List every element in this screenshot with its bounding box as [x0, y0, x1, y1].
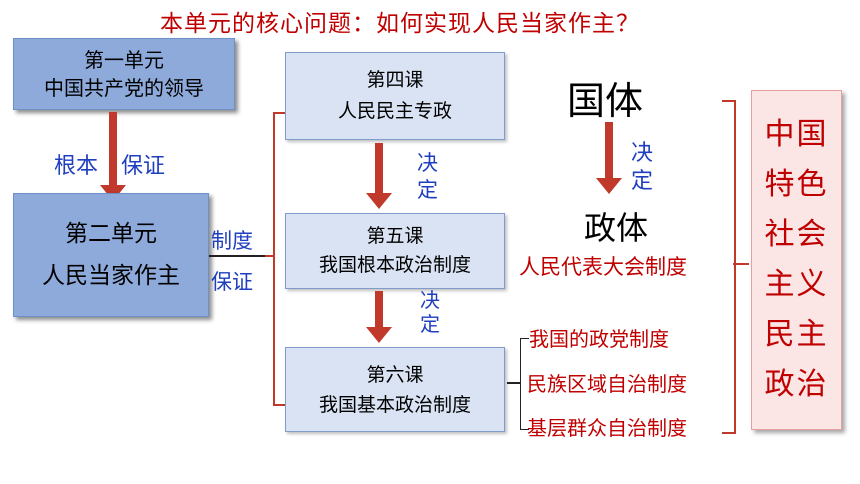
unit2-box: 第二单元 人民当家作主 — [13, 193, 209, 317]
conclusion-line: 主义 — [764, 267, 829, 302]
basic-systems-bracket-tick — [507, 382, 521, 384]
edge-label-l4-l5-ding: 定 — [417, 178, 438, 202]
basic-system-item: 民族区域自治制度 — [527, 372, 687, 396]
conclusion-line: 中国 — [764, 117, 829, 152]
lessons-bracket-tick — [265, 255, 275, 257]
conclusion-line: 社会 — [764, 217, 829, 252]
edge-label-l5-l6-ding: 定 — [420, 312, 440, 336]
basic-system-item: 基层群众自治制度 — [527, 416, 687, 440]
right-bracket — [722, 100, 736, 434]
conclusion-line: 政治 — [764, 367, 829, 402]
conclusion-line: 特色 — [764, 167, 829, 202]
unit2-line1: 第二单元 — [65, 221, 157, 247]
unit1-line1: 第一单元 — [84, 48, 164, 72]
lesson4-box: 第四课 人民民主专政 — [285, 52, 505, 140]
arrow-l5-l6-head — [366, 327, 392, 343]
lesson4-line2: 人民民主专政 — [337, 100, 452, 122]
basic-system-item: 我国的政党制度 — [529, 327, 669, 351]
basic-systems-bracket — [520, 338, 529, 430]
unit1-line2: 中国共产党的领导 — [44, 76, 204, 100]
unit1-box: 第一单元 中国共产党的领导 — [13, 38, 235, 110]
congress-system-label: 人民代表大会制度 — [519, 255, 687, 279]
arrow-l4-l5-shaft — [375, 143, 383, 195]
conclusion-box: 中国 特色 社会 主义 民主 政治 — [751, 90, 842, 430]
arrow-unit1-unit2-shaft — [109, 112, 117, 188]
arrow-l4-l5-head — [366, 193, 392, 209]
edge-label-l4-l5-jue: 决 — [417, 151, 438, 175]
conclusion-line: 民主 — [764, 317, 829, 352]
lesson5-line2: 我国根本政治制度 — [318, 254, 471, 276]
edge-label-genben: 根本 — [54, 154, 99, 179]
right-bracket-tick — [733, 263, 749, 265]
lesson6-box: 第六课 我国基本政治制度 — [285, 347, 505, 432]
arrow-guoti-zhengti-head — [596, 178, 622, 194]
edge-label-baozheng: 保证 — [121, 154, 166, 179]
edge-label-baozheng2: 保证 — [211, 270, 253, 294]
guoti-label: 国体 — [567, 79, 644, 123]
lesson6-line1: 第六课 — [366, 363, 424, 386]
arrow-guoti-zhengti-shaft — [605, 122, 613, 180]
edge-label-zhidu: 制度 — [211, 229, 253, 253]
connector-unit2-lessons — [209, 255, 267, 257]
page-title: 本单元的核心问题：如何实现人民当家作主？ — [160, 11, 640, 37]
edge-label-guoti-ding: 定 — [631, 169, 654, 194]
lesson5-line1: 第五课 — [366, 225, 424, 247]
lessons-bracket — [273, 112, 287, 406]
edge-label-guoti-jue: 决 — [631, 141, 654, 166]
edge-label-l5-l6-jue: 决 — [420, 288, 440, 312]
lesson6-line2: 我国基本政治制度 — [318, 393, 471, 416]
unit2-line2: 人民当家作主 — [42, 263, 180, 289]
zhengti-label: 政体 — [584, 209, 649, 247]
lesson5-box: 第五课 我国根本政治制度 — [285, 213, 505, 289]
arrow-l5-l6-shaft — [375, 291, 383, 329]
lesson4-line1: 第四课 — [366, 69, 424, 91]
